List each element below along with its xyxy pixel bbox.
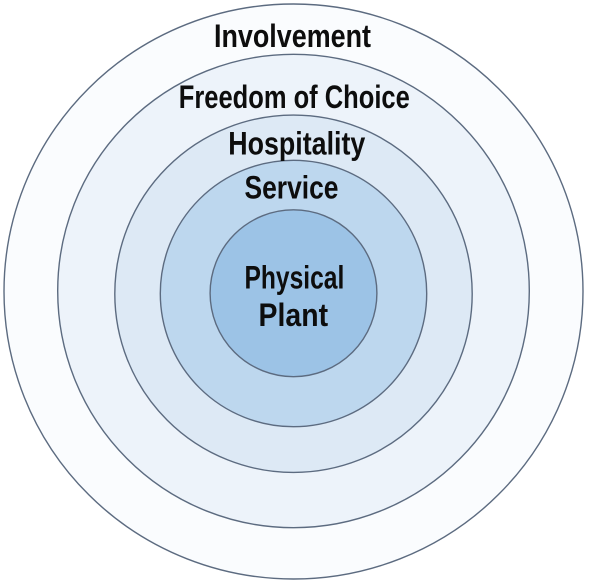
svg-text:Hospitality: Hospitality <box>228 125 365 161</box>
svg-text:Involvement: Involvement <box>214 18 371 54</box>
svg-text:Plant: Plant <box>259 297 329 333</box>
svg-text:Service: Service <box>245 169 339 205</box>
svg-text:Physical: Physical <box>245 260 345 296</box>
svg-text:Freedom of Choice: Freedom of Choice <box>179 79 410 115</box>
